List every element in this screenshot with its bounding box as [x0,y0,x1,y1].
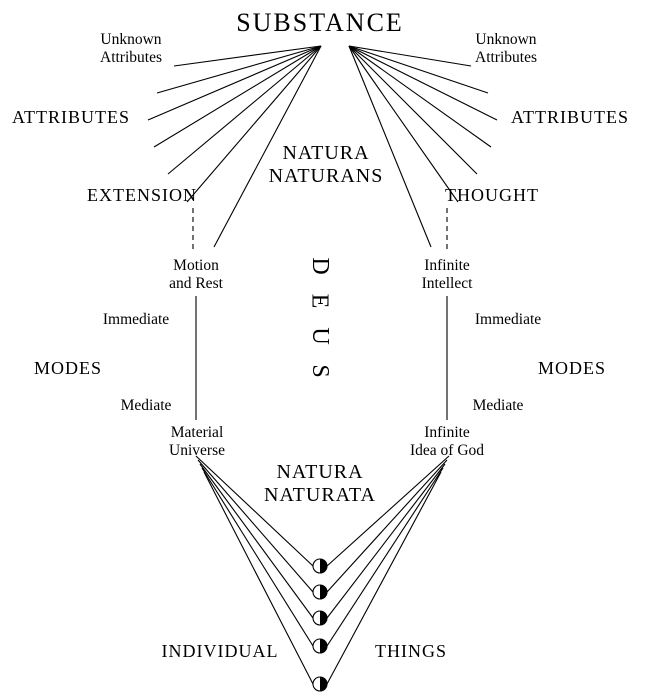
node-extension: EXTENSION [87,185,197,205]
node-natura-naturata: NATURA NATURATA [264,461,376,507]
node-thought: THOUGHT [445,185,539,205]
label-immediate-right: Immediate [474,311,542,328]
deus-letter: S [306,364,333,378]
node-unknown-attributes-left: Unknown Attributes [100,31,162,66]
node-substance: SUBSTANCE [236,8,404,37]
node-infinite-idea-of-god: Infinite Idea of God [409,424,485,459]
individual-thing-node [312,676,328,692]
individual-thing-node [312,610,328,626]
fan-top-left [147,45,322,248]
fan-bottom-left [195,455,314,685]
node-attributes-left: ATTRIBUTES [12,107,130,127]
dashed-connectors [192,208,448,252]
fan-bottom-right [326,455,450,685]
deus-letter: D [307,257,333,275]
label-mediate-left: Mediate [120,397,172,414]
individual-thing-nodes [312,558,328,692]
node-infinite-intellect: Infinite Intellect [421,257,473,292]
node-material-universe: Material Universe [169,424,225,459]
node-things: THINGS [375,641,447,661]
node-deus: D E U S [307,254,333,383]
node-motion-and-rest: Motion and Rest [169,257,223,292]
label-mediate-right: Mediate [472,397,524,414]
node-modes-left: MODES [33,358,103,378]
individual-thing-node [312,584,328,600]
node-attributes-right: ATTRIBUTES [511,107,629,127]
label-immediate-left: Immediate [102,311,170,328]
fan-top-right [348,45,498,248]
deus-letter: U [307,327,333,345]
node-modes-right: MODES [537,358,607,378]
mode-chain-lines [195,296,448,420]
individual-thing-node [312,558,328,574]
node-unknown-attributes-right: Unknown Attributes [475,31,537,66]
deus-letter: E [306,293,333,309]
node-individual: INDIVIDUAL [161,641,279,661]
individual-thing-node [312,638,328,654]
node-natura-naturans: NATURA NATURANS [268,142,384,188]
